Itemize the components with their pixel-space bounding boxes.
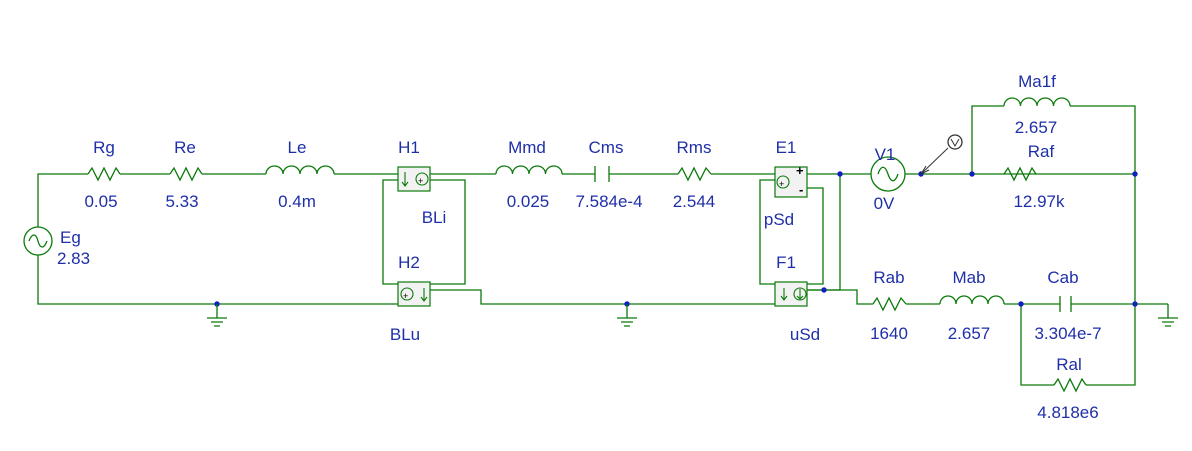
ac-source-v1[interactable] bbox=[870, 156, 906, 192]
label-e1-value: pSd bbox=[764, 210, 794, 229]
label-ma1f-name: Ma1f bbox=[1018, 72, 1056, 91]
svg-text:+: + bbox=[779, 179, 784, 189]
label-le-value: 0.4m bbox=[278, 192, 316, 211]
label-cms-value: 7.584e-4 bbox=[575, 192, 642, 211]
label-mab-name: Mab bbox=[952, 268, 985, 287]
label-raf-name: Raf bbox=[1028, 142, 1055, 161]
junction-node bbox=[1132, 301, 1138, 307]
label-mab-value: 2.657 bbox=[948, 324, 991, 343]
label-rab-name: Rab bbox=[873, 268, 904, 287]
label-eg-name: Eg bbox=[60, 228, 81, 247]
label-mmd-name: Mmd bbox=[508, 138, 546, 157]
junction-node bbox=[837, 171, 843, 177]
label-e1-name: E1 bbox=[776, 138, 797, 157]
label-h2-value: BLu bbox=[390, 325, 420, 344]
inductor-ma1f[interactable] bbox=[1003, 97, 1071, 107]
label-rg-value: 0.05 bbox=[84, 192, 117, 211]
junction-node bbox=[969, 171, 975, 177]
ground-symbol bbox=[617, 304, 637, 327]
junction-node bbox=[1018, 301, 1024, 307]
label-mmd-value: 0.025 bbox=[507, 192, 550, 211]
dependent-source-e1[interactable]: + + - bbox=[774, 163, 808, 198]
label-f1-name: F1 bbox=[776, 253, 796, 272]
svg-text:+: + bbox=[403, 291, 408, 301]
minus-sign: - bbox=[799, 182, 803, 197]
label-rms-value: 2.544 bbox=[673, 192, 716, 211]
label-ma1f-value: 2.657 bbox=[1015, 118, 1058, 137]
ground-symbol bbox=[207, 304, 227, 327]
label-f1-value: uSd bbox=[790, 325, 820, 344]
resistor-raf[interactable] bbox=[1003, 166, 1037, 182]
dependent-source-h1[interactable]: + bbox=[397, 166, 431, 192]
dependent-source-h2[interactable]: + bbox=[397, 281, 431, 307]
resistor-rg[interactable] bbox=[87, 166, 121, 182]
label-cms-name: Cms bbox=[589, 138, 624, 157]
inductor-mab[interactable] bbox=[939, 295, 1005, 305]
svg-text:+: + bbox=[418, 176, 423, 186]
label-re-name: Re bbox=[174, 138, 196, 157]
label-eg-value: 2.83 bbox=[57, 249, 90, 268]
resistor-rms[interactable] bbox=[677, 166, 712, 182]
dependent-source-f1[interactable] bbox=[774, 281, 808, 307]
ground-symbol bbox=[1158, 304, 1178, 327]
inductor-mmd[interactable] bbox=[495, 165, 563, 175]
wires bbox=[37, 105, 1168, 386]
ac-source-eg[interactable] bbox=[23, 226, 53, 256]
label-cab-value: 3.304e-7 bbox=[1034, 324, 1101, 343]
junction-node bbox=[1132, 171, 1138, 177]
capacitor-cms[interactable] bbox=[594, 166, 610, 182]
resistor-re[interactable] bbox=[169, 166, 203, 182]
plus-sign: + bbox=[796, 163, 804, 178]
resistor-rab[interactable] bbox=[872, 296, 907, 312]
label-raf-value: 12.97k bbox=[1013, 192, 1065, 211]
label-ral-value: 4.818e6 bbox=[1037, 403, 1098, 422]
label-le-name: Le bbox=[288, 138, 307, 157]
label-ral-name: Ral bbox=[1056, 355, 1082, 374]
label-v1-name: V1 bbox=[875, 145, 896, 164]
inductor-le[interactable] bbox=[265, 165, 335, 175]
voltage-probe-icon[interactable] bbox=[920, 134, 963, 175]
resistor-ral[interactable] bbox=[1053, 377, 1087, 393]
label-h1-name: H1 bbox=[398, 138, 420, 157]
label-rg-name: Rg bbox=[93, 138, 115, 157]
label-h2-name: H2 bbox=[398, 253, 420, 272]
label-v1-value: 0V bbox=[874, 194, 895, 213]
label-rab-value: 1640 bbox=[870, 324, 908, 343]
junction-node bbox=[821, 287, 827, 293]
capacitor-cab[interactable] bbox=[1059, 296, 1072, 312]
label-re-value: 5.33 bbox=[165, 192, 198, 211]
label-h1-value: BLi bbox=[422, 208, 447, 227]
label-cab-name: Cab bbox=[1047, 268, 1078, 287]
label-rms-name: Rms bbox=[677, 138, 712, 157]
